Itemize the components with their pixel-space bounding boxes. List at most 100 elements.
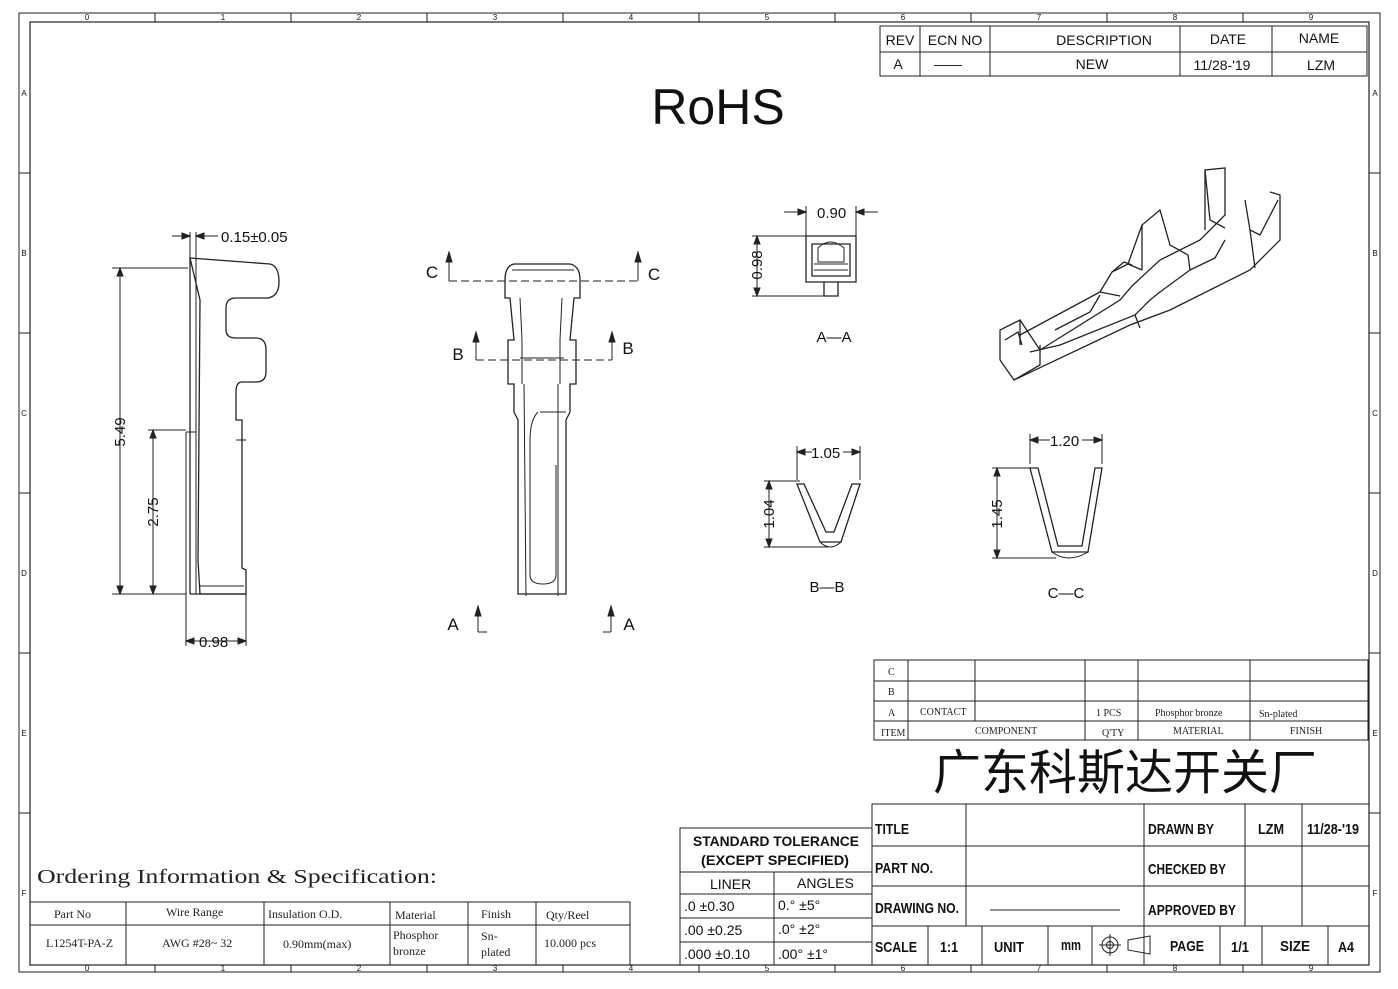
- zone-row-e-right: E: [1372, 729, 1377, 738]
- section-aa-view: 0.90 0.98 A—A: [749, 205, 878, 346]
- tolerance-angles-label: ANGLES: [797, 875, 854, 891]
- section-label-cc: C—C: [1048, 585, 1085, 602]
- zone-col-3: 3: [493, 13, 498, 22]
- section-mark-c-right: C: [648, 265, 660, 284]
- zone-col-6: 6: [901, 13, 906, 22]
- zone-col-5: 5: [765, 13, 770, 22]
- section-mark-a-left: A: [447, 615, 459, 634]
- company-name: 广东科斯达开关厂: [933, 747, 1317, 800]
- bom-header-material: MATERIAL: [1173, 726, 1224, 737]
- dim-crimp-length: 2.75: [145, 497, 162, 526]
- rev-header-ecn: ECN NO: [928, 32, 983, 48]
- section-mark-b-left: B: [452, 345, 463, 364]
- drawn-by-value: LZM: [1258, 821, 1284, 838]
- ordering-wire-range: AWG #28~ 32: [162, 936, 232, 950]
- unit-label: UNIT: [994, 939, 1024, 956]
- ordering-insulation: 0.90mm(max): [283, 937, 351, 951]
- zone-row-f: F: [22, 889, 27, 898]
- zone-col-1-bottom: 1: [221, 964, 226, 973]
- zone-row-b: B: [21, 249, 26, 258]
- ordering-header-insulation: Insulation O.D.: [268, 907, 342, 921]
- zone-col-0-bottom: 0: [85, 964, 90, 973]
- zone-col-5-bottom: 5: [765, 964, 770, 973]
- rev-header-name: NAME: [1299, 30, 1339, 46]
- rev-header-date: DATE: [1210, 31, 1246, 47]
- ordering-heading: Ordering Information & Specification:: [37, 866, 437, 888]
- projection-symbol-icon: [1099, 934, 1151, 956]
- bom-item-c: C: [888, 667, 895, 678]
- zone-row-a: A: [21, 89, 27, 98]
- ordering-qty: 10.000 pcs: [544, 936, 596, 950]
- ordering-finish-line-2: plated: [481, 945, 510, 959]
- ordering-material-line-1: Phosphor: [393, 928, 438, 942]
- zone-col-0: 0: [85, 13, 90, 22]
- tolerance-table: STANDARD TOLERANCE (EXCEPT SPECIFIED) LI…: [679, 827, 873, 966]
- zone-row-d-right: D: [1372, 569, 1378, 578]
- ordering-material-line-2: bronze: [393, 944, 426, 958]
- zone-row-f-right: F: [1373, 889, 1378, 898]
- zone-col-4-bottom: 4: [629, 964, 634, 973]
- zone-row-b-right: B: [1372, 249, 1377, 258]
- zone-col-3-bottom: 3: [493, 964, 498, 973]
- ordering-header-wire-range: Wire Range: [166, 905, 223, 919]
- isometric-view: [999, 167, 1281, 381]
- ordering-finish-line-1: Sn-: [481, 929, 498, 943]
- ordering-part-no: L1254T-PA-Z: [46, 936, 113, 950]
- tolerance-title-1: STANDARD TOLERANCE: [693, 833, 859, 849]
- drawn-date-value: 11/28-'19: [1307, 821, 1359, 838]
- ordering-header-qty: Qty/Reel: [546, 908, 590, 922]
- tolerance-liner-label: LINER: [710, 876, 751, 892]
- size-value: A4: [1338, 939, 1355, 956]
- section-label-bb: B—B: [809, 579, 844, 596]
- rev-row-ecn: ——: [934, 56, 962, 72]
- rev-row-rev: A: [893, 56, 903, 72]
- tolerance-liner-2: .00 ±0.25: [684, 922, 742, 938]
- bom-header-item: ITEM: [881, 728, 906, 739]
- checked-by-label: CHECKED BY: [1148, 861, 1226, 878]
- zone-col-7-bottom: 7: [1037, 964, 1042, 973]
- ordering-header-part-no: Part No: [54, 907, 91, 921]
- ordering-header-material: Material: [395, 908, 436, 922]
- zone-row-a-right: A: [1372, 89, 1378, 98]
- revision-table: REV ECN NO DESCRIPTION DATE NAME A —— NE…: [879, 25, 1368, 77]
- scale-value: 1:1: [940, 939, 958, 956]
- zone-col-9: 9: [1309, 13, 1314, 22]
- zone-row-e: E: [21, 729, 26, 738]
- page-label: PAGE: [1170, 938, 1204, 955]
- rohs-mark: RoHS: [651, 79, 784, 135]
- dim-bb-width: 1.05: [811, 445, 840, 462]
- tolerance-liner-3: .000 ±0.10: [684, 946, 750, 962]
- top-view: C C B B A A: [426, 250, 660, 634]
- bom-material-a: Phosphor bronze: [1155, 708, 1223, 719]
- bom-qty-a: 1 PCS: [1096, 708, 1121, 719]
- zone-col-6-bottom: 6: [901, 964, 906, 973]
- zone-row-c-right: C: [1372, 409, 1378, 418]
- title-label: TITLE: [875, 821, 909, 838]
- bom-component-a: CONTACT: [920, 707, 966, 718]
- dim-cc-width: 1.20: [1050, 433, 1079, 450]
- zone-col-7: 7: [1037, 13, 1042, 22]
- unit-value: mm: [1061, 937, 1081, 954]
- section-mark-a-right: A: [623, 615, 635, 634]
- zone-col-1: 1: [221, 13, 226, 22]
- rev-row-description: NEW: [1076, 56, 1109, 72]
- tolerance-angle-1: 0.° ±5°: [778, 897, 820, 913]
- bom-table: C B A CONTACT 1 PCS Phosphor bronze Sn-p…: [873, 659, 1369, 741]
- tolerance-title-2: (EXCEPT SPECIFIED): [701, 852, 849, 868]
- tolerance-liner-1: .0 ±0.30: [684, 898, 735, 914]
- zone-col-2-bottom: 2: [357, 964, 362, 973]
- rev-row-name: LZM: [1307, 57, 1335, 73]
- approved-by-label: APPROVED BY: [1148, 902, 1236, 919]
- drawing-no-label: DRAWING NO.: [875, 900, 959, 917]
- bom-item-b: B: [888, 687, 895, 698]
- part-no-label: PART NO.: [875, 860, 933, 877]
- section-bb-view: 1.05 1.04 B—B: [761, 445, 862, 596]
- page-value: 1/1: [1231, 939, 1249, 956]
- tolerance-angle-2: .0° ±2°: [778, 921, 820, 937]
- section-mark-c-left: C: [426, 263, 438, 282]
- dim-cc-height: 1.45: [989, 499, 1006, 528]
- size-label: SIZE: [1280, 938, 1310, 955]
- section-label-aa: A—A: [816, 329, 851, 346]
- dim-side-width: 0.98: [199, 634, 228, 651]
